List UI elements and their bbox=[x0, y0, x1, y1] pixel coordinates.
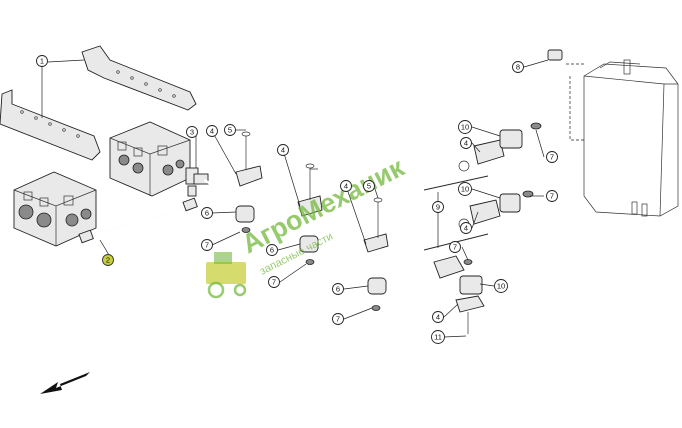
callout-4: 4 bbox=[206, 125, 218, 137]
hydraulic-hose bbox=[78, 197, 198, 244]
svg-text:5: 5 bbox=[367, 182, 371, 191]
hydraulic-tank bbox=[566, 59, 679, 217]
callout-10: 10 bbox=[458, 182, 472, 196]
valve-block-upper bbox=[109, 121, 191, 197]
svg-text:7: 7 bbox=[550, 153, 554, 162]
svg-text:4: 4 bbox=[344, 182, 348, 191]
callout-4: 4 bbox=[460, 137, 472, 149]
callout-1: 1 bbox=[36, 55, 48, 67]
svg-text:2: 2 bbox=[106, 256, 110, 265]
callout-6: 6 bbox=[332, 283, 344, 295]
svg-text:4: 4 bbox=[464, 139, 468, 148]
svg-text:7: 7 bbox=[272, 278, 276, 287]
fitting-elbow bbox=[185, 167, 209, 197]
callout-6: 6 bbox=[266, 244, 278, 256]
callout-10: 10 bbox=[458, 120, 472, 134]
callout-4: 4 bbox=[432, 311, 444, 323]
clamp-assembly-1 bbox=[235, 131, 263, 233]
mounting-plate-upper bbox=[81, 45, 197, 111]
callout-7: 7 bbox=[449, 241, 461, 253]
clamp-assembly-6 bbox=[433, 255, 485, 334]
callout-2: 2 bbox=[102, 254, 114, 266]
clamp-assembly-5 bbox=[469, 190, 534, 225]
callout-5: 5 bbox=[224, 124, 236, 136]
svg-text:7: 7 bbox=[453, 243, 457, 252]
svg-text:3: 3 bbox=[190, 128, 194, 137]
callout-8: 8 bbox=[512, 61, 524, 73]
svg-text:1: 1 bbox=[40, 57, 44, 66]
svg-text:8: 8 bbox=[516, 63, 520, 72]
svg-text:5: 5 bbox=[228, 126, 232, 135]
svg-text:6: 6 bbox=[205, 209, 209, 218]
callout-5: 5 bbox=[363, 180, 375, 192]
callout-7: 7 bbox=[546, 190, 558, 202]
svg-text:4: 4 bbox=[436, 313, 440, 322]
callout-7: 7 bbox=[268, 276, 280, 288]
svg-text:10: 10 bbox=[461, 123, 469, 132]
mounting-plate-lower bbox=[0, 89, 101, 161]
callout-7: 7 bbox=[201, 239, 213, 251]
callout-4: 4 bbox=[277, 144, 289, 156]
svg-text:11: 11 bbox=[434, 333, 442, 342]
callout-9: 9 bbox=[432, 201, 444, 213]
svg-text:10: 10 bbox=[497, 282, 505, 291]
svg-text:4: 4 bbox=[464, 224, 468, 233]
svg-text:7: 7 bbox=[336, 315, 340, 324]
callout-3: 3 bbox=[186, 126, 198, 138]
valve-block-lower bbox=[13, 171, 97, 247]
callout-4: 4 bbox=[340, 180, 352, 192]
clamp-assembly-3 bbox=[363, 197, 389, 311]
callout-6: 6 bbox=[201, 207, 213, 219]
svg-text:4: 4 bbox=[281, 146, 285, 155]
leader-lines bbox=[99, 59, 549, 338]
svg-text:6: 6 bbox=[336, 285, 340, 294]
svg-text:4: 4 bbox=[210, 127, 214, 136]
svg-text:7: 7 bbox=[550, 192, 554, 201]
clamp-assembly-4 bbox=[473, 122, 542, 165]
callout-4: 4 bbox=[460, 222, 472, 234]
callout-10: 10 bbox=[494, 279, 508, 293]
tractor-logo-icon bbox=[206, 252, 247, 299]
direction-arrow-icon bbox=[40, 372, 90, 394]
callout-11: 11 bbox=[431, 330, 445, 344]
steel-pipe bbox=[203, 49, 563, 300]
svg-text:9: 9 bbox=[436, 203, 440, 212]
callout-7: 7 bbox=[332, 313, 344, 325]
svg-text:6: 6 bbox=[270, 246, 274, 255]
svg-text:10: 10 bbox=[461, 185, 469, 194]
svg-text:7: 7 bbox=[205, 241, 209, 250]
callout-7: 7 bbox=[546, 151, 558, 163]
